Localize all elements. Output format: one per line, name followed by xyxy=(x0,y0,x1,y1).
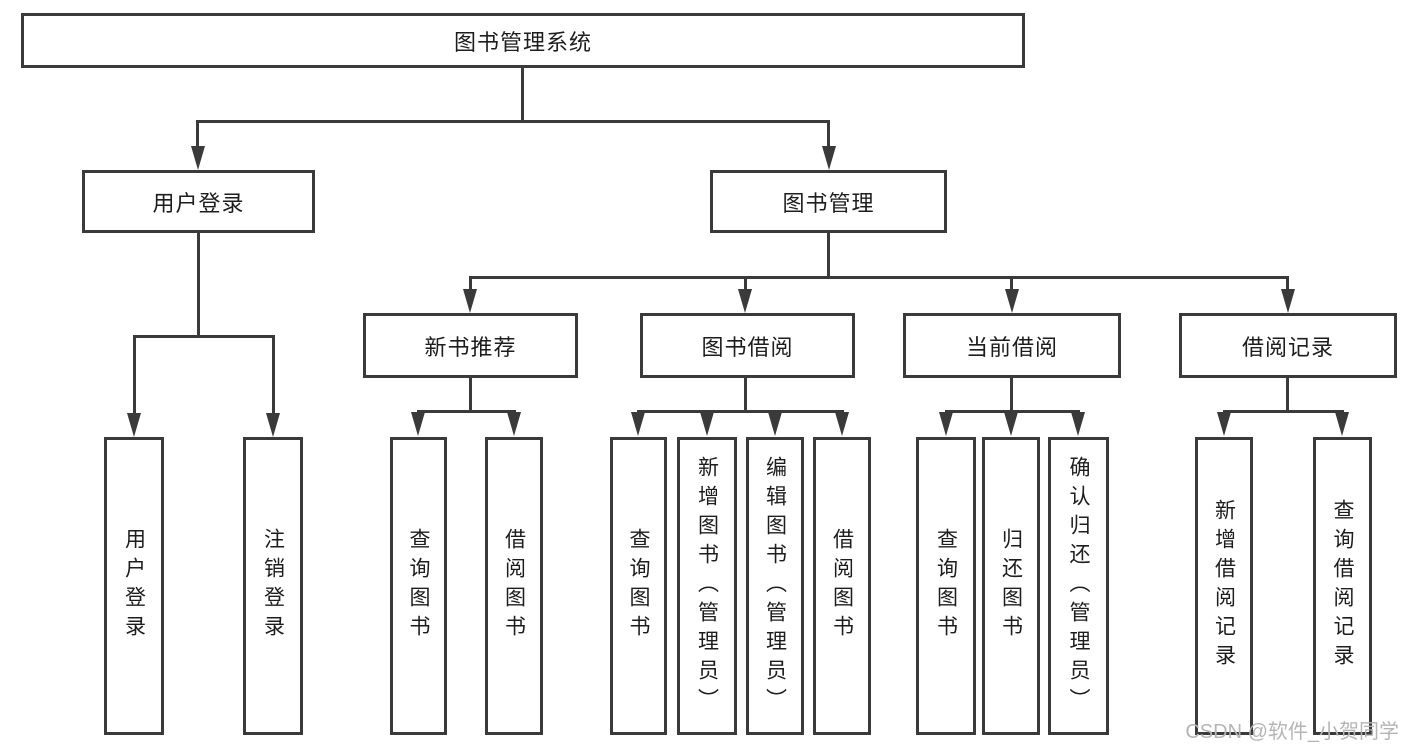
connector-line-horizontal xyxy=(945,410,1080,413)
leaf-logout: 注销登录 xyxy=(243,437,303,735)
leaf-label: 查询图书 xyxy=(934,528,958,644)
node-library-management-system: 图书管理系统 xyxy=(21,13,1025,68)
leaf-label: 借阅图书 xyxy=(830,528,854,644)
node-label: 借阅记录 xyxy=(1241,334,1334,360)
arrowhead-down-icon xyxy=(1004,412,1018,436)
node-borrowing-records: 借阅记录 xyxy=(1179,313,1397,378)
node-label: 图书借阅 xyxy=(701,334,794,360)
arrowhead-down-icon xyxy=(822,146,836,170)
arrowhead-down-icon xyxy=(127,413,141,437)
node-current-borrowing: 当前借阅 xyxy=(903,313,1121,378)
connector-line-vertical xyxy=(1010,276,1013,292)
node-label: 图书管理系统 xyxy=(453,29,592,55)
connector-line-horizontal xyxy=(1223,410,1344,413)
arrowhead-down-icon xyxy=(463,289,477,313)
arrowhead-down-icon xyxy=(1281,289,1295,313)
node-new-book-recommendation: 新书推荐 xyxy=(363,313,578,378)
connector-line-vertical xyxy=(272,335,275,413)
leaf-query-books-borrowing: 查询图书 xyxy=(610,437,667,735)
leaf-label: 注销登录 xyxy=(261,528,285,644)
connector-line-horizontal xyxy=(469,276,1289,279)
leaf-label: 归还图书 xyxy=(999,528,1023,644)
arrowhead-down-icon xyxy=(939,412,953,436)
arrowhead-down-icon xyxy=(1217,412,1231,436)
arrowhead-down-icon xyxy=(1335,412,1349,436)
node-label: 图书管理 xyxy=(782,190,875,216)
arrowhead-down-icon xyxy=(631,412,645,436)
arrowhead-down-icon xyxy=(1005,289,1019,313)
connector-line-vertical xyxy=(469,276,472,292)
leaf-borrow-books-borrowing: 借阅图书 xyxy=(813,437,871,735)
leaf-query-borrow-record: 查询借阅记录 xyxy=(1313,437,1372,735)
connector-line-vertical xyxy=(469,378,472,410)
node-label: 用户登录 xyxy=(152,190,245,216)
connector-line-vertical xyxy=(133,335,136,413)
connector-line-vertical xyxy=(827,120,830,148)
leaf-borrow-books-recommend: 借阅图书 xyxy=(485,437,543,735)
connector-line-horizontal xyxy=(133,335,275,338)
leaf-label: 查询图书 xyxy=(407,528,430,644)
connector-line-vertical xyxy=(1286,276,1289,292)
leaf-query-books-current: 查询图书 xyxy=(916,437,976,735)
arrowhead-down-icon xyxy=(266,413,280,437)
connector-line-vertical xyxy=(744,276,747,292)
connector-line-vertical xyxy=(197,233,200,335)
node-book-management: 图书管理 xyxy=(710,170,947,233)
arrowhead-down-icon xyxy=(768,412,782,436)
leaf-label: 用户登录 xyxy=(122,528,146,644)
arrowhead-down-icon xyxy=(835,412,849,436)
arrowhead-down-icon xyxy=(700,412,714,436)
leaf-add-book-admin: 新增图书（管理员） xyxy=(677,437,737,735)
arrowhead-down-icon xyxy=(411,412,425,436)
connector-line-vertical xyxy=(196,120,199,148)
connector-line-horizontal xyxy=(637,410,844,413)
connector-line-vertical xyxy=(744,378,747,410)
connector-line-horizontal xyxy=(197,120,830,123)
node-user-login: 用户登录 xyxy=(82,170,315,233)
node-label: 当前借阅 xyxy=(965,334,1058,360)
leaf-edit-book-admin: 编辑图书（管理员） xyxy=(746,437,804,735)
leaf-label: 新增借阅记录 xyxy=(1212,499,1236,673)
arrowhead-down-icon xyxy=(507,412,521,436)
arrowhead-down-icon xyxy=(738,289,752,313)
node-book-borrowing: 图书借阅 xyxy=(640,313,855,378)
leaf-label: 确认归还（管理员） xyxy=(1067,455,1090,717)
watermark-text: CSDN @软件_小贺同学 xyxy=(1185,721,1399,743)
arrowhead-down-icon xyxy=(1071,412,1085,436)
leaf-add-borrow-record: 新增借阅记录 xyxy=(1195,437,1253,735)
connector-line-vertical xyxy=(1286,378,1289,410)
connector-line-vertical xyxy=(521,68,524,120)
leaf-confirm-return-admin: 确认归还（管理员） xyxy=(1048,437,1109,735)
leaf-label: 编辑图书（管理员） xyxy=(763,455,787,717)
leaf-label: 查询借阅记录 xyxy=(1331,499,1354,673)
leaf-label: 借阅图书 xyxy=(502,528,526,644)
connector-line-vertical xyxy=(1010,378,1013,410)
connector-line-vertical xyxy=(827,233,830,276)
node-label: 新书推荐 xyxy=(424,334,517,360)
leaf-label: 查询图书 xyxy=(627,528,650,644)
leaf-return-book: 归还图书 xyxy=(982,437,1040,735)
leaf-label: 新增图书（管理员） xyxy=(695,455,719,717)
connector-line-horizontal xyxy=(417,410,516,413)
leaf-user-login: 用户登录 xyxy=(104,437,164,735)
arrowhead-down-icon xyxy=(191,146,205,170)
leaf-query-books-recommend: 查询图书 xyxy=(390,437,447,735)
